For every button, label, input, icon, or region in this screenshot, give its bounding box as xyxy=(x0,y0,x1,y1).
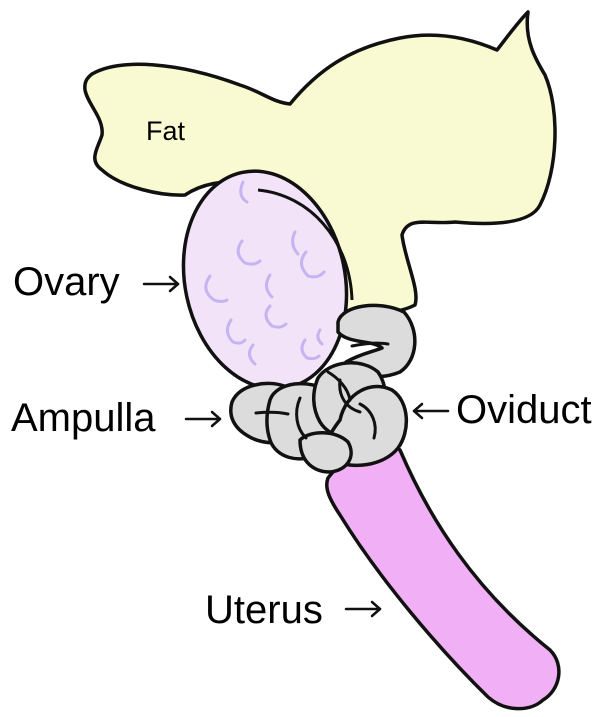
ampulla-label: Ampulla xyxy=(11,398,156,438)
ovary-label: Ovary xyxy=(13,262,120,302)
fat-label: Fat xyxy=(146,118,185,145)
uterus-label: Uterus xyxy=(205,590,323,630)
oviduct-arrow xyxy=(414,404,448,418)
uterus-arrow xyxy=(346,602,380,616)
ovary-arrow xyxy=(144,277,178,291)
oviduct-label: Oviduct xyxy=(456,390,592,430)
coil-line xyxy=(256,412,288,414)
ampulla-arrow xyxy=(186,412,220,426)
uterus xyxy=(327,446,559,709)
oviduct-coil-lower xyxy=(300,433,351,472)
